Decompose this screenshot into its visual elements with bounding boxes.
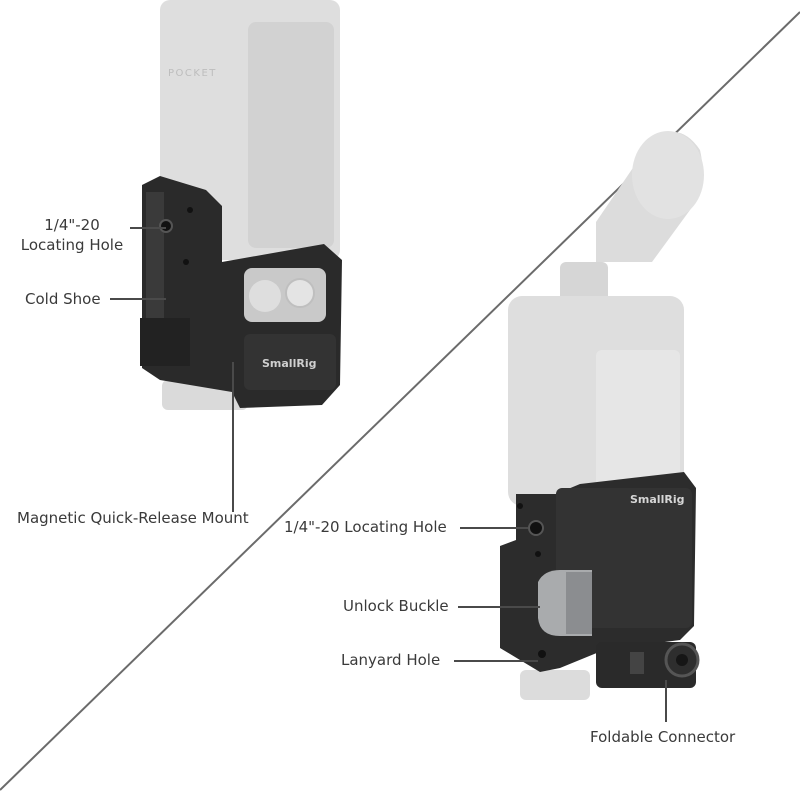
lens-inner-icon bbox=[285, 278, 315, 308]
camera-brand-text: POCKET bbox=[168, 68, 217, 79]
gimbal-head bbox=[632, 131, 704, 219]
bottom-locating-hole bbox=[528, 520, 544, 536]
callout-unlock-buckle: Unlock Buckle bbox=[343, 597, 449, 615]
camera-screen bbox=[248, 22, 334, 248]
top-product: POCKET SmallRig bbox=[140, 0, 342, 410]
callout-foldable-connector: Foldable Connector bbox=[590, 728, 736, 746]
callout-top-hole-line1: 1/4"-20 bbox=[44, 216, 100, 234]
callout-bottom-hole: 1/4"-20 Locating Hole bbox=[284, 518, 447, 536]
connector-knob-center-icon bbox=[676, 654, 688, 666]
bottom-product: SmallRig bbox=[500, 131, 704, 700]
lanyard-hole-icon bbox=[538, 650, 546, 658]
smallrig-logo-top: SmallRig bbox=[262, 357, 316, 370]
connector-tab bbox=[630, 652, 644, 674]
buckle-shadow bbox=[566, 572, 592, 634]
logo-plate bbox=[244, 334, 336, 390]
top-locating-hole bbox=[159, 219, 173, 233]
callout-top-hole: 1/4"-20 Locating Hole bbox=[16, 215, 128, 255]
small-hole-icon bbox=[535, 551, 541, 557]
handle-texture bbox=[596, 350, 680, 500]
handle-bottom bbox=[520, 670, 590, 700]
small-hole-icon bbox=[183, 259, 189, 265]
callout-magnetic-mount: Magnetic Quick-Release Mount bbox=[17, 509, 249, 527]
smallrig-logo-bottom: SmallRig bbox=[630, 493, 684, 506]
callout-cold-shoe: Cold Shoe bbox=[25, 290, 101, 308]
callout-lanyard-hole: Lanyard Hole bbox=[341, 651, 441, 669]
cage-left-rail bbox=[140, 318, 190, 366]
small-hole-icon bbox=[517, 503, 523, 509]
callout-top-hole-line2: Locating Hole bbox=[20, 236, 124, 254]
lens-icon bbox=[249, 280, 281, 312]
gimbal-neck bbox=[560, 262, 608, 302]
small-hole-icon bbox=[187, 207, 193, 213]
